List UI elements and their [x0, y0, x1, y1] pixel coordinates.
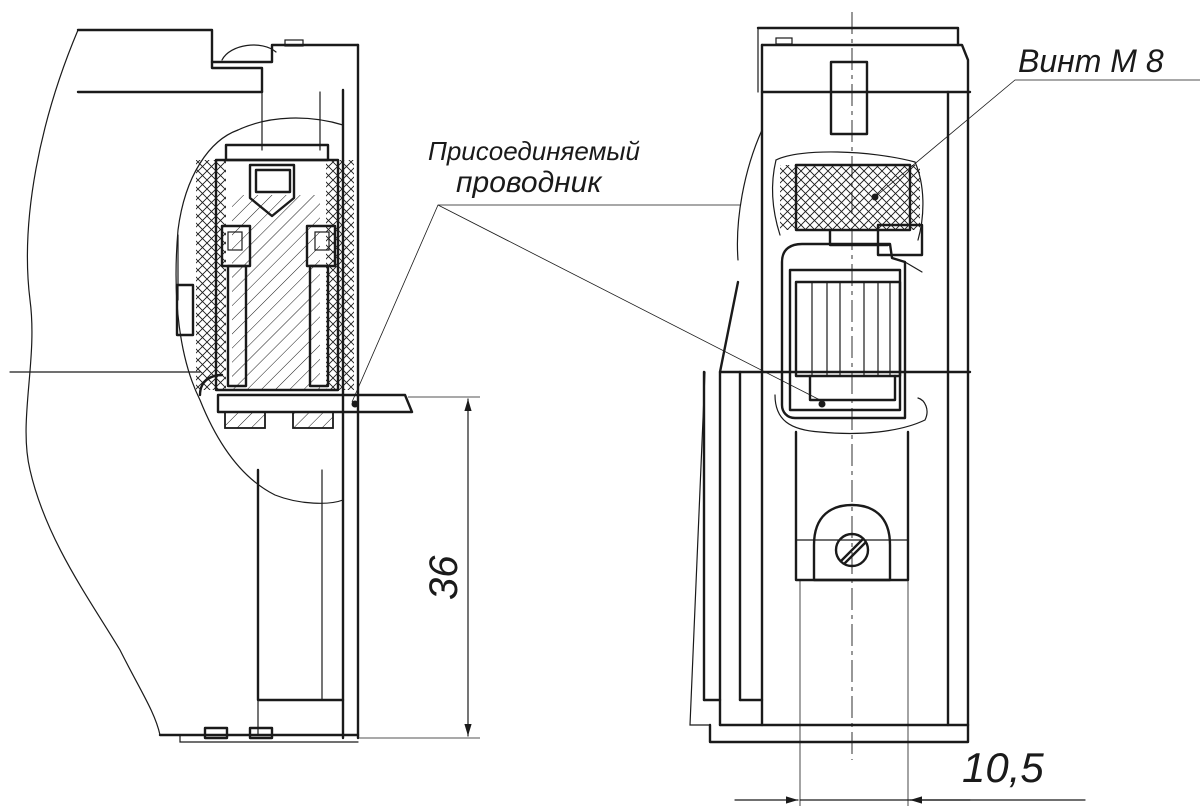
screw-label: Винт М 8 — [1018, 43, 1164, 79]
conductor-label-line2: проводник — [456, 166, 603, 199]
dimension-36 — [358, 396, 480, 739]
screw-housing — [812, 503, 892, 582]
leaders — [351, 79, 1200, 403]
conductor-plate-left — [216, 393, 414, 414]
dimension-10-5-value: 10,5 — [962, 744, 1044, 791]
dimension-36-value: 36 — [422, 555, 466, 600]
section-outline — [175, 129, 344, 504]
left-view — [9, 28, 414, 743]
dimension-10-5 — [734, 580, 1086, 806]
left-break-edge — [25, 29, 161, 736]
right-view — [689, 12, 972, 760]
conductor-label-line1: Присоединяемый — [428, 136, 640, 166]
